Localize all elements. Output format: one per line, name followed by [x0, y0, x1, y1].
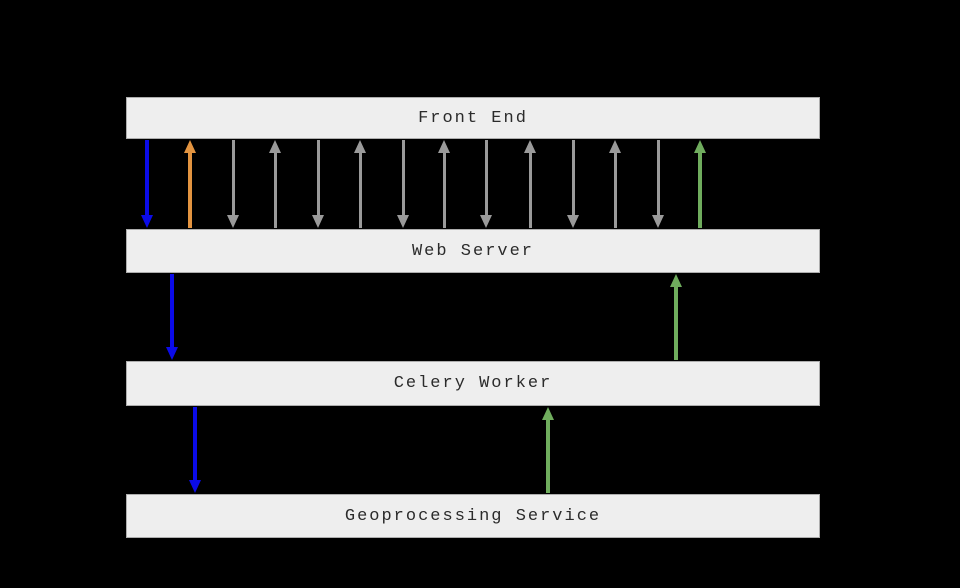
arrowhead-down-icon	[166, 347, 178, 360]
arrowhead-down-icon	[567, 215, 579, 228]
arrow-shaft	[273, 153, 277, 228]
layer-celery-worker-label: Celery Worker	[393, 374, 553, 393]
arrow-shaft	[484, 140, 488, 215]
arrow-shaft	[674, 287, 678, 360]
arrow-shaft	[528, 153, 532, 228]
arrow-front-end-to-web-server	[480, 140, 492, 228]
arrowhead-down-icon	[652, 215, 664, 228]
arrow-celery-worker-to-geoprocessing-service	[189, 407, 201, 493]
arrowhead-up-icon	[670, 274, 682, 287]
arrowhead-down-icon	[397, 215, 409, 228]
arrow-front-end-to-web-server	[227, 140, 239, 228]
arrow-web-server-to-front-end	[438, 140, 450, 228]
arrowhead-down-icon	[141, 215, 153, 228]
arrowhead-up-icon	[524, 140, 536, 153]
arrow-geoprocessing-service-to-celery-worker	[542, 407, 554, 493]
arrowhead-up-icon	[542, 407, 554, 420]
arrow-front-end-to-web-server	[652, 140, 664, 228]
arrow-shaft	[546, 420, 550, 493]
arrow-shaft	[188, 153, 192, 228]
arrow-shaft	[442, 153, 446, 228]
arrow-shaft	[170, 274, 174, 347]
arrowhead-down-icon	[480, 215, 492, 228]
arrow-shaft	[613, 153, 617, 228]
arrow-shaft	[401, 140, 405, 215]
arrow-shaft	[145, 140, 149, 215]
arrowhead-down-icon	[312, 215, 324, 228]
arrowhead-up-icon	[269, 140, 281, 153]
arrow-shaft	[358, 153, 362, 228]
layer-front-end: Front End	[126, 97, 820, 139]
layer-web-server: Web Server	[126, 229, 820, 273]
layer-web-server-label: Web Server	[411, 241, 535, 261]
arrow-front-end-to-web-server	[397, 140, 409, 228]
arrow-shaft	[193, 407, 197, 480]
arrow-web-server-to-front-end	[609, 140, 621, 228]
arrow-web-server-to-front-end	[184, 140, 196, 228]
arrowhead-down-icon	[227, 215, 239, 228]
arrow-celery-worker-to-web-server	[670, 274, 682, 360]
layer-celery-worker: Celery Worker	[126, 361, 820, 406]
arrowhead-up-icon	[184, 140, 196, 153]
arrow-front-end-to-web-server	[141, 140, 153, 228]
arrow-web-server-to-front-end	[354, 140, 366, 228]
arrow-shaft	[656, 140, 660, 215]
arrow-shaft	[571, 140, 575, 215]
arrow-shaft	[316, 140, 320, 215]
arrow-front-end-to-web-server	[312, 140, 324, 228]
arrow-web-server-to-celery-worker	[166, 274, 178, 360]
layer-front-end-label: Front End	[418, 108, 528, 128]
arrowhead-up-icon	[609, 140, 621, 153]
arrowhead-up-icon	[438, 140, 450, 153]
arrow-front-end-to-web-server	[567, 140, 579, 228]
arrow-web-server-to-front-end	[269, 140, 281, 228]
arrowhead-down-icon	[189, 480, 201, 493]
arrow-shaft	[698, 153, 702, 228]
layer-geoprocessing-service: Geoprocessing Service	[126, 494, 820, 538]
arrowhead-up-icon	[354, 140, 366, 153]
arrowhead-up-icon	[694, 140, 706, 153]
layer-geoprocessing-service-label: Geoprocessing Service	[344, 506, 602, 526]
arrow-web-server-to-front-end	[694, 140, 706, 228]
arrow-web-server-to-front-end	[524, 140, 536, 228]
arrow-shaft	[231, 140, 235, 215]
